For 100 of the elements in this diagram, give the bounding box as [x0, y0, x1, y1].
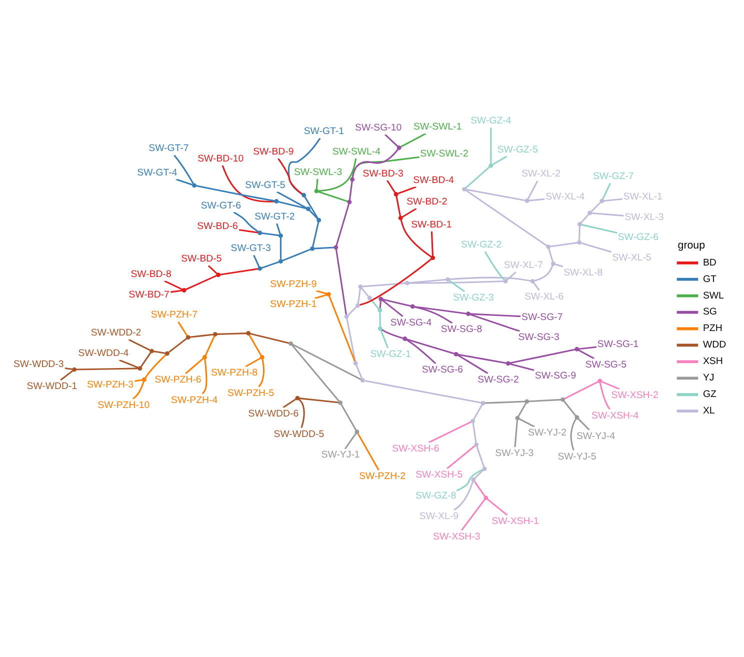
connector: [564, 380, 598, 399]
node-text: SW-GZ-6: [618, 232, 659, 243]
node-text: SW-GZ-8: [415, 490, 456, 502]
connector: [204, 335, 216, 356]
connector: [601, 380, 620, 390]
connector: [578, 226, 580, 240]
connector: [578, 348, 595, 359]
node-point: [212, 332, 218, 336]
node-text: SW-XSH-3: [433, 530, 480, 542]
connector: [154, 350, 166, 354]
node-text: SW-WDD-4: [78, 348, 129, 359]
node-point: [344, 314, 349, 318]
node-text: SW-PZH-4: [171, 394, 218, 406]
node-point: [446, 276, 450, 282]
connector: [316, 290, 327, 294]
node-point: [186, 334, 190, 340]
connector: [168, 338, 187, 352]
connector: [298, 398, 305, 428]
node-text: SW-PZH-3: [86, 378, 134, 390]
node-text: SW-GT-2: [254, 211, 295, 222]
node-point: [462, 186, 467, 191]
connector: [473, 404, 483, 419]
node-text: SW-PZH-1: [270, 298, 317, 310]
connector: [190, 333, 214, 338]
connector: [386, 179, 396, 193]
node-point: [378, 326, 382, 330]
connector: [384, 134, 398, 147]
connector: [362, 282, 406, 287]
connector: [144, 354, 166, 378]
node-text: SW-SG-3: [518, 332, 560, 343]
node-text: SW-GZ-5: [497, 144, 538, 155]
node-point: [488, 162, 494, 168]
node-point: [72, 366, 77, 372]
connector: [299, 397, 338, 403]
node-text: SW-BD-2: [406, 196, 448, 208]
node-point: [503, 278, 508, 283]
node-point: [182, 288, 186, 292]
node-text: SW-XL-9: [419, 510, 458, 522]
node-point: [515, 415, 520, 420]
node-point: [378, 296, 384, 301]
node-point: [258, 230, 262, 235]
node-text: SW-BD-1: [411, 218, 452, 230]
connector: [450, 276, 531, 282]
node-text: SW-XSH-1: [492, 516, 539, 527]
legend-label: YJ: [702, 372, 714, 384]
connector: [370, 298, 380, 309]
node-text: SW-WDD-1: [26, 380, 78, 392]
legend-label: WDD: [702, 339, 726, 350]
node-text: SW-XL-6: [524, 290, 564, 302]
node-point: [474, 442, 478, 446]
connector: [76, 367, 138, 370]
connector: [222, 164, 275, 202]
node-text: SW-GZ-3: [453, 292, 494, 303]
connector: [487, 498, 508, 516]
connector: [406, 338, 455, 354]
legend-label: BD: [702, 256, 716, 268]
node-text: SW-YJ-5: [558, 450, 596, 462]
connector: [578, 418, 590, 430]
node-point: [560, 396, 565, 402]
node-point: [353, 360, 358, 365]
connector: [258, 358, 264, 387]
node-text: SW-GT-7: [148, 142, 189, 154]
node-text: SW-GT-1: [304, 126, 344, 137]
node-text: SW-SG-7: [522, 311, 563, 322]
node-point: [310, 246, 315, 250]
connector: [554, 263, 564, 267]
node-text: SW-PZH-7: [150, 309, 198, 320]
connector: [176, 178, 193, 185]
node-point: [358, 284, 363, 288]
connector: [340, 403, 357, 430]
node-point: [138, 366, 142, 370]
connector: [128, 338, 150, 350]
node-text: SW-YJ-3: [495, 447, 534, 458]
connector: [518, 402, 527, 416]
connector: [466, 188, 525, 201]
node-text: SW-SG-9: [534, 370, 576, 381]
connector: [528, 398, 562, 402]
connector: [328, 295, 356, 362]
connector: [282, 398, 296, 408]
connector: [316, 178, 318, 189]
connector: [280, 237, 282, 259]
node-text: SW-BD-9: [253, 146, 294, 158]
node-point: [574, 346, 580, 351]
connector: [261, 260, 280, 268]
connector: [178, 320, 188, 336]
node-point: [398, 215, 403, 220]
connector: [532, 282, 540, 290]
connector: [580, 213, 590, 223]
node-point: [258, 266, 262, 270]
connector: [449, 280, 466, 292]
connector: [292, 343, 362, 380]
node-text: SW-SG-2: [478, 374, 519, 385]
connector: [484, 250, 505, 280]
connector: [510, 362, 534, 370]
node-text: SW-XL-8: [564, 266, 603, 278]
node-point: [350, 176, 355, 182]
connector: [356, 364, 363, 378]
node-point: [164, 350, 170, 356]
node-text: SW-GT-5: [245, 179, 286, 190]
node-point: [588, 210, 592, 215]
